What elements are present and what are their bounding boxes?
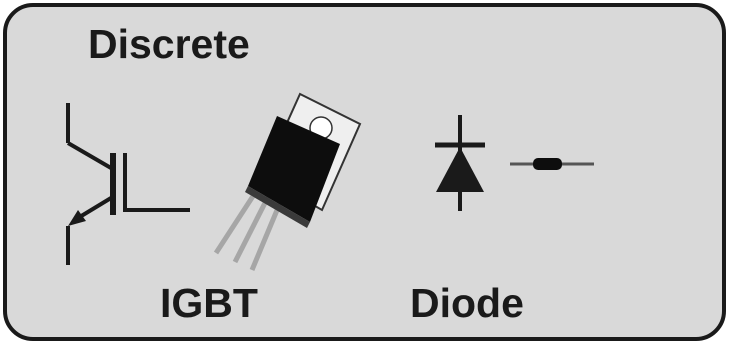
panel-title: Discrete (88, 21, 250, 67)
igbt-symbol-icon (66, 103, 190, 265)
axial-diode-package-icon (510, 158, 594, 170)
diode-anode-triangle (436, 147, 484, 192)
axial-diode-body (533, 158, 562, 170)
igbt-emitter-arrow-icon (68, 210, 86, 226)
diode-label: Diode (410, 280, 524, 326)
package-lead (232, 195, 271, 264)
package-body (248, 116, 340, 222)
igbt-label: IGBT (160, 280, 258, 326)
igbt-collector-diagonal (66, 141, 113, 170)
to220-package-icon (213, 92, 362, 271)
package-body-edge (245, 186, 310, 228)
package-lead (213, 188, 260, 255)
package-lead (249, 202, 283, 271)
diode-symbol-icon (435, 115, 485, 211)
igbt-emitter-diagonal (76, 196, 113, 220)
